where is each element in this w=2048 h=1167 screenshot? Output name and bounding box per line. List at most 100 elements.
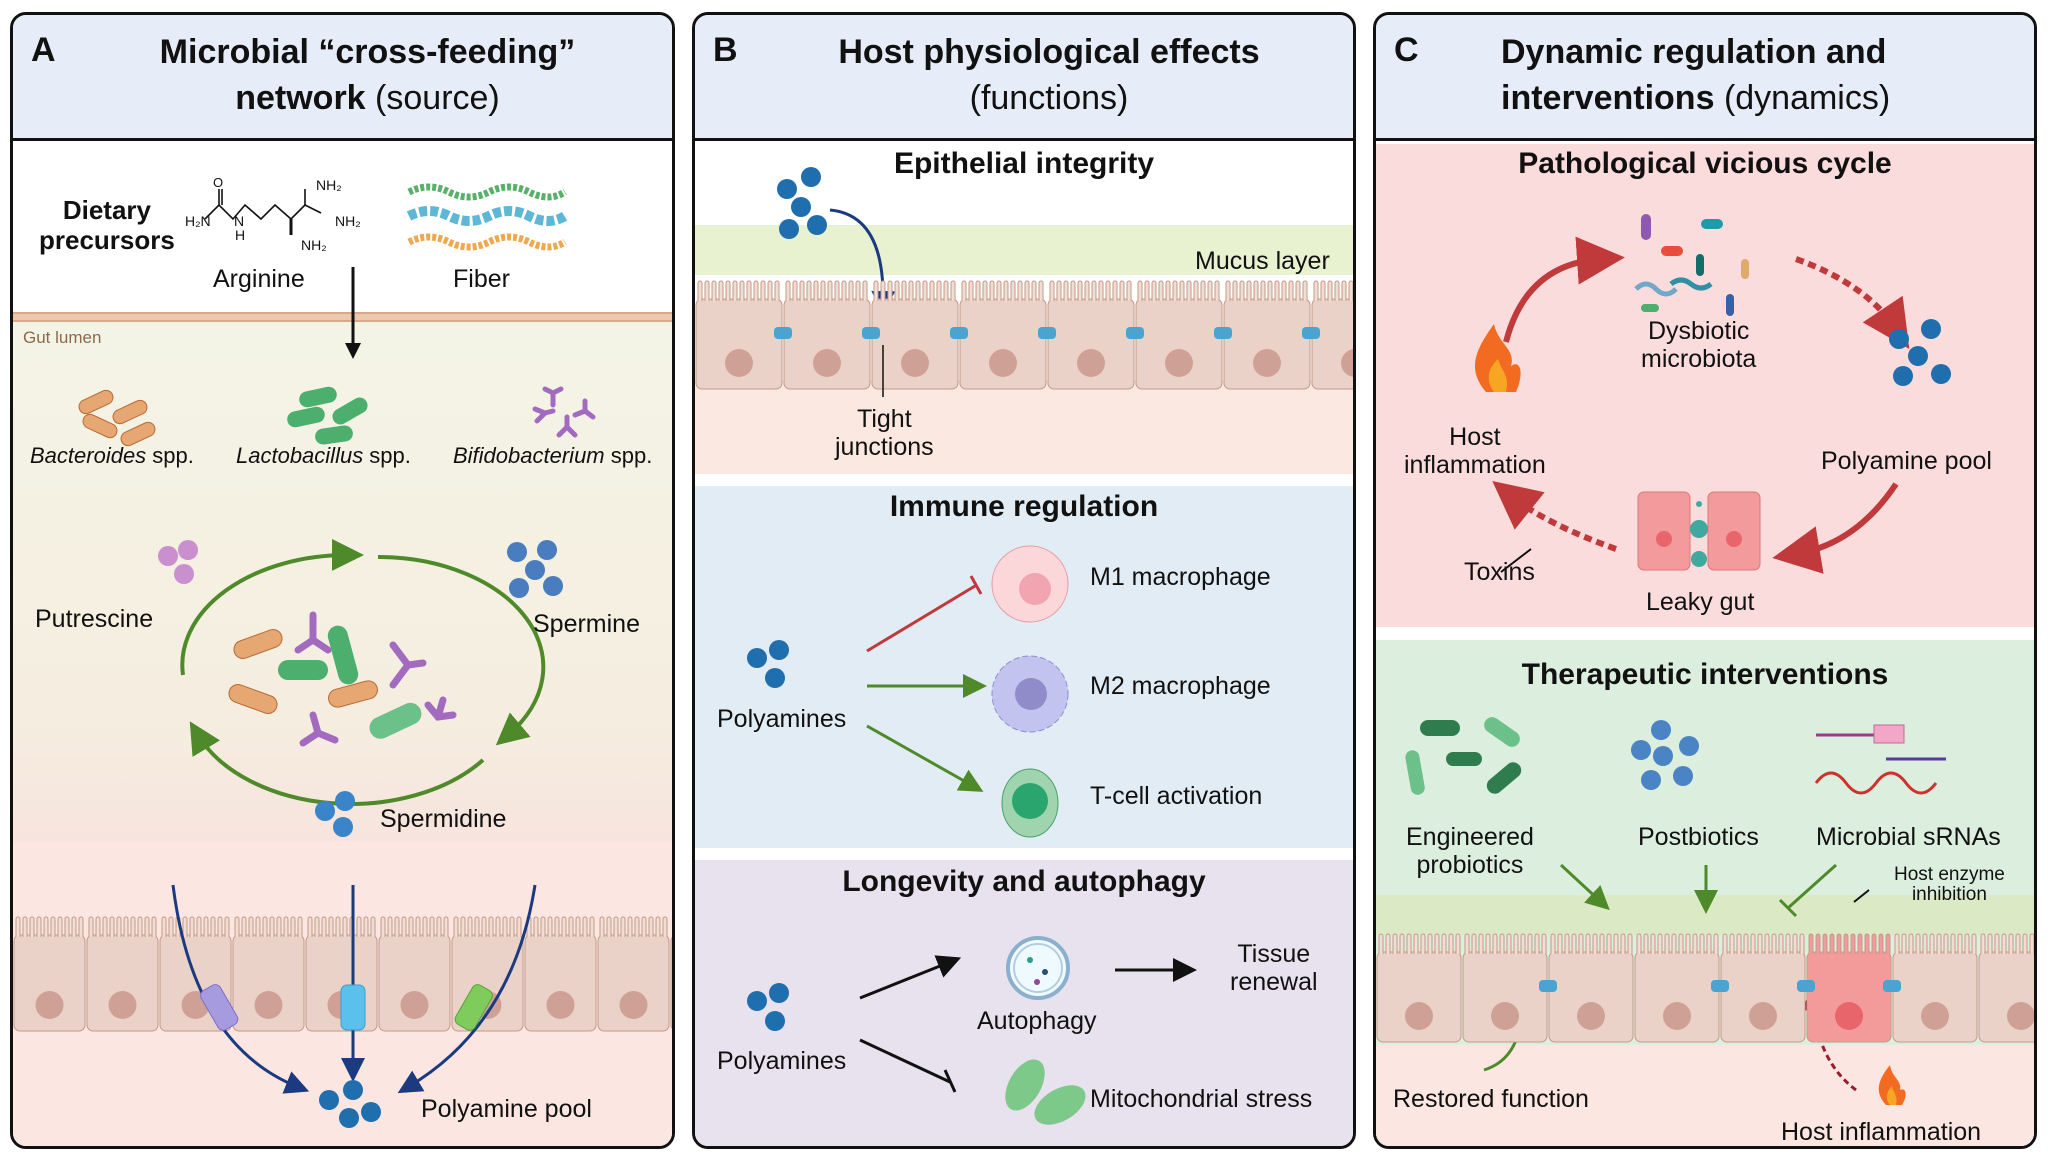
submucosa	[695, 380, 1353, 474]
epithelial-cell	[783, 280, 871, 390]
polyamine-pool-label: Polyamine pool	[421, 1095, 592, 1123]
transporter-purple	[200, 984, 239, 1031]
microbial-srnas-label: Microbial sRNAs	[1816, 823, 2001, 851]
host-inflammation-label: Host inflammation	[1404, 423, 1546, 479]
flame-icon	[1878, 1065, 1906, 1105]
title-light: (source)	[375, 79, 500, 117]
t-cell-activation-label: T-cell activation	[1090, 782, 1263, 810]
epithelium-layer	[1376, 933, 2034, 1043]
spermidine-molecules-icon	[315, 791, 355, 837]
dysbiotic-microbiota-label: Dysbiotic microbiota	[1641, 317, 1757, 373]
epithelial-cell	[13, 916, 86, 1032]
section-title: Therapeutic interventions	[1521, 658, 1889, 691]
host-inflammation-label: Host inflammation	[1781, 1118, 1982, 1146]
title-light: (functions)	[969, 79, 1129, 117]
polyamines-label: Polyamines	[717, 705, 847, 733]
immune-arrows	[866, 545, 1069, 838]
panel-a-header: A Microbial “cross-feeding” network (sou…	[13, 15, 672, 141]
amine-group: H₂N	[185, 213, 211, 229]
title-bold-2: interventions	[1501, 79, 1715, 117]
submucosa	[1376, 1045, 2034, 1146]
spermine-label: Spermine	[533, 610, 640, 638]
panel-letter: C	[1394, 31, 1419, 69]
title-bold-2: network	[235, 79, 366, 117]
flame-icon	[1474, 324, 1521, 392]
cycle-arrow-right	[377, 554, 546, 746]
cycle-arrow-top	[180, 538, 364, 676]
section-title: Pathological vicious cycle	[1518, 147, 1892, 180]
tight-junction-icon	[1302, 327, 1320, 339]
tight-junction-icon	[1038, 327, 1056, 339]
section-title: Longevity and autophagy	[842, 865, 1206, 898]
epithelial-cell	[1462, 933, 1548, 1043]
srna-icon	[1814, 724, 1946, 795]
epithelial-cell	[1047, 280, 1135, 390]
dietary-precursors-label: Dietary precursors	[39, 195, 175, 255]
postbiotics-icon	[1631, 720, 1699, 790]
amine-group: NH₂	[335, 213, 361, 229]
cross-feeding-cycle	[180, 538, 546, 806]
gut-lumen-label: Gut lumen	[23, 328, 102, 347]
polyamine-pool-icon	[319, 1080, 381, 1128]
panel-b-host-effects: B Host physiological effects (functions)…	[692, 12, 1356, 1149]
toxins-label: Toxins	[1464, 558, 1535, 586]
amine-group: NH₂	[316, 177, 342, 193]
lumen-boundary	[13, 312, 672, 322]
nitrogen: N	[234, 213, 245, 229]
epithelial-cell	[1376, 933, 1462, 1043]
panel-letter: A	[31, 31, 56, 69]
longevity-arrows	[859, 936, 1197, 1125]
tight-junction-icon	[1214, 327, 1232, 339]
arginine-structure-icon	[204, 189, 322, 235]
carbonyl-oxygen: O	[213, 175, 224, 190]
tight-junction-icon	[1883, 980, 1901, 992]
panel-c-dynamics: C Dynamic regulation and interventions (…	[1373, 12, 2037, 1149]
spermine-molecules-icon	[507, 540, 563, 598]
polyamine-molecules-icon	[747, 640, 789, 688]
lactobacillus-icon	[287, 386, 368, 445]
transport-arrows	[171, 884, 537, 1094]
transporter-green	[454, 984, 493, 1031]
autophagy-label: Autophagy	[977, 1007, 1097, 1035]
epithelial-cell	[597, 916, 670, 1032]
bacteroides-label: Bacteroides spp.	[30, 443, 194, 468]
bifidobacterium-icon	[532, 386, 596, 438]
host-enzyme-inhibition-label: Host enzyme inhibition	[1894, 864, 2005, 905]
polyamine-pool-icon	[1889, 319, 1951, 386]
tight-junction-icon	[1126, 327, 1144, 339]
epithelial-cell	[86, 916, 159, 1032]
polyamines-label: Polyamines	[717, 1047, 847, 1075]
lactobacillus-label: Lactobacillus spp.	[236, 443, 411, 468]
epithelial-cell	[1548, 933, 1634, 1043]
epithelial-cell	[1978, 933, 2034, 1043]
mucus-layer	[695, 225, 1353, 275]
epithelial-cell	[524, 916, 597, 1032]
epithelial-cell	[1892, 933, 1978, 1043]
fiber-label: Fiber	[453, 265, 510, 293]
epithelial-cell	[1311, 280, 1353, 390]
dietary-zone	[13, 144, 672, 312]
leaky-gut-label: Leaky gut	[1646, 588, 1755, 616]
epithelial-cell	[378, 916, 451, 1032]
leaky-gut-icon	[1637, 491, 1761, 571]
epithelium-layer	[695, 280, 1353, 390]
epithelial-cell	[1634, 933, 1720, 1043]
epithelial-cell	[1135, 280, 1223, 390]
arginine-label: Arginine	[213, 265, 305, 293]
autophagosome-icon	[1006, 936, 1070, 1000]
vicious-cycle-arrows	[1474, 214, 1951, 574]
epithelial-cell	[1223, 280, 1311, 390]
panel-title: Host physiological effects (functions)	[765, 29, 1333, 121]
epithelial-cell	[695, 280, 783, 390]
title-line-1: Dynamic regulation and	[1501, 33, 1887, 71]
bifidobacterium-label: Bifidobacterium spp.	[453, 443, 653, 468]
title-bold: Host physiological effects	[838, 33, 1260, 71]
inhibit-line	[866, 584, 976, 653]
epithelial-cell	[1720, 933, 1806, 1043]
m1-macrophage-label: M1 macrophage	[1090, 563, 1271, 591]
dysbiotic-bacteria-icon	[1634, 214, 1749, 316]
epithelial-cell	[232, 916, 305, 1032]
polyamine-molecules-icon	[747, 983, 789, 1031]
epithelial-cell	[1806, 933, 1892, 1043]
panel-c-header: C Dynamic regulation and interventions (…	[1376, 15, 2034, 141]
